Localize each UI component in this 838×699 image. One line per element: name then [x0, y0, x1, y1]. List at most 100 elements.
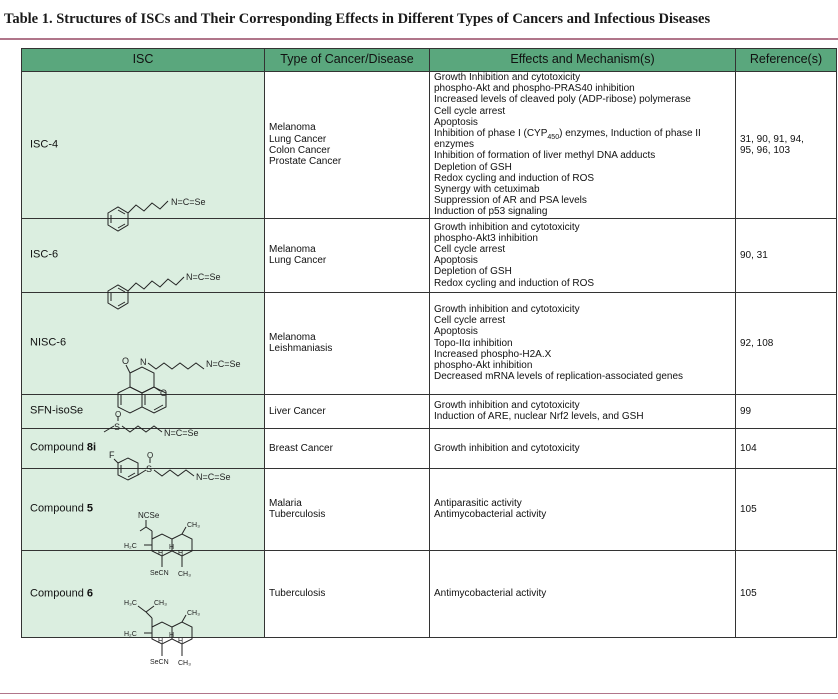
compound-8i-structure: F S O N=C=Se: [108, 450, 268, 486]
struct-label: NCSe: [138, 511, 160, 520]
svg-text:H: H: [169, 544, 174, 551]
effect-item: phospho-Akt inhibition: [434, 359, 533, 371]
effect-item: Increased phospho-H2A.X: [434, 348, 552, 360]
references-cell: 92, 108: [735, 291, 837, 395]
table-row: ISC-4 N=C=Se Melanoma Lu: [21, 71, 837, 232]
struct-label: N=C=Se: [171, 197, 206, 207]
disease-item: Lung Cancer: [269, 133, 327, 145]
svg-text:CH₃: CH₃: [154, 600, 167, 607]
struct-label: N=C=Se: [164, 428, 199, 438]
effect-item: Suppression of AR and PSA levels: [434, 195, 587, 207]
table-caption: Table 1. Structures of ISCs and Their Co…: [4, 11, 711, 27]
disease-cell: Melanoma Lung Cancer Colon Cancer Prosta…: [264, 71, 430, 219]
svg-text:H₂C: H₂C: [124, 543, 137, 550]
svg-text:H: H: [158, 638, 163, 645]
effect-item: enzymes: [434, 139, 475, 151]
disease-item: Liver Cancer: [269, 405, 326, 417]
effect-item: Synergy with cetuximab: [434, 184, 540, 196]
table-row: Compound 8i F S O: [21, 427, 837, 482]
effect-item: Redox cycling and induction of ROS: [434, 277, 595, 289]
reference-line: 31, 90, 91, 94,: [740, 133, 804, 145]
disease-cell: Tuberculosis: [264, 549, 430, 638]
effect-item: phospho-Akt3 inhibition: [434, 232, 538, 244]
isc-name: ISC-6: [30, 248, 59, 261]
effect-item: Growth inhibition and cytotoxicity: [434, 442, 580, 454]
svg-text:S: S: [114, 422, 120, 432]
isc-cell: ISC-6 N=C=Se: [21, 217, 265, 310]
svg-text:S: S: [146, 464, 152, 474]
effect-item: Cell cycle arrest: [434, 243, 506, 255]
effect-item: Increased levels of cleaved poly (ADP-ri…: [434, 94, 691, 106]
disease-cell: Breast Cancer: [264, 427, 430, 469]
references-cell: 104: [735, 427, 837, 469]
table-row: SFN-isoSe S O N=C=Se Liver Cancer: [21, 393, 837, 438]
disease-item: Breast Cancer: [269, 442, 333, 454]
struct-label: N=C=Se: [206, 359, 241, 369]
isc-name: Compound 6: [30, 587, 93, 600]
disease-cell: Melanoma Leishmaniasis: [264, 291, 430, 395]
disease-item: Lung Cancer: [269, 255, 327, 267]
isc-name: ISC-4: [30, 138, 59, 151]
top-rule: [0, 38, 838, 40]
references-cell: 99: [735, 393, 837, 429]
reference-line: 92, 108: [740, 337, 774, 349]
table-row: NISC-6 O: [21, 291, 837, 414]
disease-cell: Melanoma Lung Cancer: [264, 217, 430, 293]
svg-text:H: H: [158, 550, 163, 557]
compound-5-structure: NCSe CH₃ H H H: [118, 509, 218, 589]
reference-line: 95, 96, 103: [740, 144, 791, 156]
isc-cell: ISC-4 N=C=Se: [21, 71, 265, 232]
effect-item: Cell cycle arrest: [434, 105, 506, 117]
reference-line: 104: [740, 442, 757, 454]
svg-text:CH₃: CH₃: [187, 610, 200, 617]
disease-cell: Liver Cancer: [264, 393, 430, 429]
nisc6-structure: O O N N=C=Se: [96, 355, 266, 435]
header-row: ISC Type of Cancer/Disease Effects and M…: [21, 48, 837, 72]
isc-name: NISC-6: [30, 336, 67, 349]
effect-item: Depletion of GSH: [434, 266, 512, 278]
svg-text:H: H: [178, 638, 183, 645]
isc-table: ISC Type of Cancer/Disease Effects and M…: [21, 48, 837, 667]
effect-item: Apoptosis: [434, 326, 478, 338]
svg-text:H₃C: H₃C: [124, 600, 137, 607]
svg-text:CH₃: CH₃: [178, 571, 191, 578]
effect-item: Growth Inhibition and cytotoxicity: [434, 72, 581, 83]
effects-cell: Antiparasitic activity Antimycobacterial…: [429, 467, 736, 551]
isc-name: Compound 5: [30, 502, 93, 515]
effect-item: Induction of p53 signaling: [434, 206, 548, 218]
isc4-structure: N=C=Se: [90, 181, 260, 241]
bottom-rule: [0, 693, 838, 694]
table-row: ISC-6 N=C=Se Melanoma Lu: [21, 217, 837, 310]
struct-label: N=C=Se: [186, 272, 221, 282]
table-row: Compound 6 H₃C CH₃ CH₃: [21, 549, 837, 667]
svg-text:F: F: [109, 450, 115, 460]
svg-text:H: H: [169, 632, 174, 639]
disease-item: Melanoma: [269, 122, 316, 134]
svg-text:N: N: [140, 357, 147, 367]
disease-item: Colon Cancer: [269, 144, 331, 156]
effect-item: Topo-IIα inhibition: [434, 337, 513, 349]
effect-item: Inhibition of formation of liver methyl …: [434, 150, 656, 162]
svg-text:O: O: [147, 451, 153, 460]
svg-text:H: H: [178, 550, 183, 557]
svg-text:CH₃: CH₃: [187, 522, 200, 529]
effect-item: Growth inhibition and cytotoxicity: [434, 303, 580, 315]
svg-text:SeCN: SeCN: [150, 570, 169, 577]
effect-item: Inhibition of phase I (CYP450) enzymes, …: [434, 128, 701, 142]
col-header-disease: Type of Cancer/Disease: [264, 48, 430, 72]
effects-cell: Growth inhibition and cytotoxicity Induc…: [429, 393, 736, 429]
struct-label: SeCN: [150, 659, 169, 666]
col-header-references: Reference(s): [735, 48, 837, 72]
references-cell: 105: [735, 467, 837, 551]
disease-cell: Malaria Tuberculosis: [264, 467, 430, 551]
references-cell: 31, 90, 91, 94, 95, 96, 103: [735, 71, 837, 219]
disease-item: Tuberculosis: [269, 509, 326, 521]
effect-item: Growth inhibition and cytotoxicity: [434, 221, 580, 233]
reference-line: 105: [740, 588, 757, 600]
references-cell: 90, 31: [735, 217, 837, 293]
col-header-isc: ISC: [21, 48, 265, 72]
effects-cell: Growth inhibition and cytotoxicity: [429, 427, 736, 469]
effect-item: Antimycobacterial activity: [434, 588, 547, 600]
isc-name: Compound 8i: [30, 441, 97, 454]
effects-cell: Antimycobacterial activity: [429, 549, 736, 638]
